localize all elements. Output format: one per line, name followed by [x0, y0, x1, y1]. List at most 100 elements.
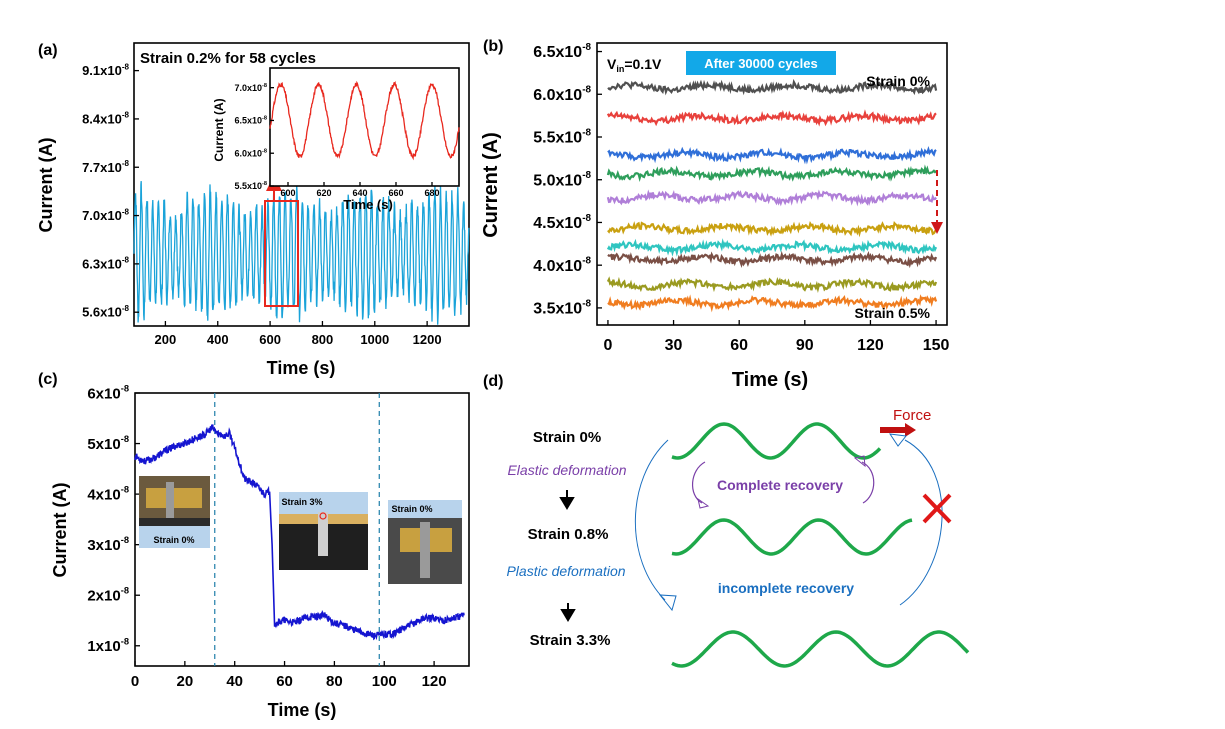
- x-tick-label: 60: [730, 337, 748, 354]
- y-tick-label: 4x10-8: [87, 485, 129, 504]
- y-tick-label: 7.7x10-8: [82, 159, 129, 175]
- x-tick-label: 600: [280, 188, 295, 198]
- x-tick-label: 660: [388, 188, 403, 198]
- x-tick-label: 30: [665, 337, 683, 354]
- panel-d-label: (d): [483, 373, 503, 390]
- panel-b-label-bottom: Strain 0.5%: [855, 305, 931, 321]
- panel-c-xlabel: Time (s): [268, 700, 337, 720]
- panel-a-inset: 600 620 640 660 680 5.5x10-8 6.0x10-8 6.5x10-8…: [212, 67, 460, 212]
- panel-b-series-line: [606, 109, 937, 127]
- panel-c-dashed-lines: [214, 393, 380, 666]
- force-arrow-icon: [880, 423, 916, 437]
- down-arrow-2: [560, 603, 576, 622]
- x-tick-label: 600: [259, 332, 281, 347]
- panel-c-label: (c): [38, 371, 58, 388]
- photo-label-2: Strain 3%: [281, 497, 322, 507]
- photo-label-3: Strain 0%: [391, 504, 432, 514]
- photo-strain-3: Strain 3%: [279, 492, 368, 570]
- y-tick-label: 5.5x10-8: [235, 181, 268, 191]
- wave-strain-08: [671, 518, 913, 556]
- diagram-plastic: Plastic deformation: [506, 563, 625, 579]
- panel-b-series-line: [607, 146, 937, 165]
- panel-a-frame: [133, 42, 470, 327]
- blue-arrowhead-right: [888, 433, 907, 447]
- panel-b-series-line: [606, 189, 937, 207]
- panel-b-badge-bg: [686, 51, 836, 75]
- inset-y-ticks: 5.5x10-8 6.0x10-8 6.5x10-8 7.0x10-8: [235, 83, 274, 191]
- y-tick-label: 5.0x10-8: [533, 170, 591, 189]
- x-tick-label: 0: [603, 337, 612, 354]
- inset-ylabel: Current (A): [212, 98, 226, 161]
- panel-b-series: [606, 78, 938, 313]
- force-label: Force: [893, 407, 931, 424]
- panel-a-label: (a): [38, 42, 58, 59]
- x-tick-label: 40: [226, 673, 243, 690]
- x-tick-label: 620: [316, 188, 331, 198]
- diagram-strain-08: Strain 0.8%: [528, 526, 609, 543]
- x-tick-label: 150: [923, 337, 950, 354]
- y-tick-label: 9.1x10-8: [82, 62, 129, 78]
- photo-strain-0-left: Strain 0%: [139, 476, 210, 548]
- panel-b-y-ticks: 3.5x10-84.0x10-84.5x10-85.0x10-85.5x10-8…: [533, 42, 602, 318]
- panel-b-series-line: [606, 238, 938, 257]
- y-tick-label: 4.0x10-8: [533, 256, 591, 275]
- inset-series: [269, 80, 460, 161]
- purple-arrowhead-left: [697, 497, 710, 509]
- incomplete-recovery-label: incomplete recovery: [718, 580, 854, 596]
- y-tick-label: 2x10-8: [87, 586, 129, 605]
- y-tick-label: 6.0x10-8: [235, 148, 268, 158]
- cross-icon-line2: [922, 493, 952, 524]
- x-tick-label: 400: [207, 332, 229, 347]
- y-tick-label: 5.6x10-8: [82, 304, 129, 320]
- panel-a-series: [133, 181, 470, 325]
- panel-b-badge: After 30000 cycles: [704, 56, 817, 71]
- inset-xlabel: Time (s): [343, 197, 393, 212]
- y-tick-label: 6.5x10-8: [235, 116, 268, 126]
- panel-a-y-ticks: 5.6x10-86.3x10-87.0x10-87.7x10-88.4x10-8…: [82, 62, 139, 320]
- wave-strain-0: [671, 422, 882, 460]
- blue-arrowhead-left: [658, 594, 677, 612]
- panel-b-series-line: [607, 78, 938, 96]
- inset-frame: [269, 67, 460, 187]
- purple-curve-right: [861, 461, 875, 504]
- y-tick-label: 6x10-8: [87, 384, 129, 403]
- panel-a-title: Strain 0.2% for 58 cycles: [140, 50, 316, 67]
- panel-c-line: [134, 424, 465, 641]
- purple-curve-left: [692, 461, 706, 504]
- x-tick-label: 800: [312, 332, 334, 347]
- x-tick-label: 200: [155, 332, 177, 347]
- panel-b-series-line: [607, 220, 938, 238]
- y-tick-label: 8.4x10-8: [82, 111, 129, 127]
- x-tick-label: 90: [796, 337, 814, 354]
- y-tick-label: 7.0x10-8: [82, 207, 129, 223]
- panel-b-frame: [596, 42, 948, 326]
- panel-a-highlight-box: [264, 200, 299, 307]
- panel-b-series-line: [607, 250, 938, 269]
- inset-x-ticks: 600 620 640 660 680: [280, 182, 440, 198]
- panel-b-series-line: [606, 276, 938, 293]
- blue-curve-right: [899, 439, 943, 606]
- panel-b-label: (b): [483, 38, 503, 55]
- y-tick-label: 1x10-8: [87, 636, 129, 655]
- x-tick-label: 100: [372, 673, 397, 690]
- panel-d: (d) Strain 0% Elastic deformation Strain…: [483, 373, 970, 668]
- x-tick-label: 20: [177, 673, 194, 690]
- complete-recovery-label: Complete recovery: [717, 477, 843, 493]
- blue-curve-left: [634, 439, 669, 601]
- y-tick-label: 7.0x10-8: [235, 83, 268, 93]
- x-tick-label: 0: [131, 673, 139, 690]
- wave-strain-33: [671, 630, 970, 668]
- y-tick-label: 3x10-8: [87, 535, 129, 554]
- panel-b-ylabel: Current (A): [480, 132, 502, 238]
- panel-c-series: [134, 424, 465, 641]
- x-tick-label: 680: [424, 188, 439, 198]
- y-tick-label: 6.0x10-8: [533, 85, 591, 104]
- y-tick-label: 4.5x10-8: [533, 213, 591, 232]
- x-tick-label: 640: [352, 188, 367, 198]
